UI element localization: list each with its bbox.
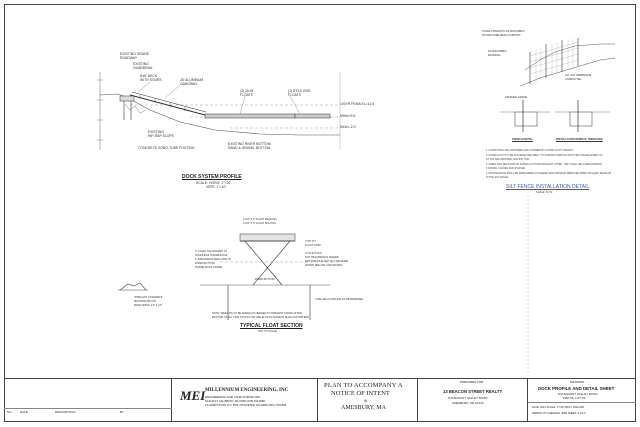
float-label-chain-5: FRAME DOCK FRAME	[195, 266, 223, 269]
label-deck-2: WITH STAIRS	[140, 78, 162, 82]
silt-label-trench: TRENCH DETAIL	[512, 138, 533, 141]
rev-divider	[4, 408, 172, 409]
firm-name: MILLENNIUM ENGINEERING, INC	[205, 388, 289, 393]
dock-profile-scale-2: VERT. 1"=10'	[206, 185, 226, 189]
float-label-cycle-4: WATER (BELOW LOW WATER)	[305, 264, 343, 267]
float-label-decking: 2-3/4" X 6" FLOAT DECKING	[243, 218, 277, 221]
revisions-table	[4, 378, 172, 422]
float-label-chain-1: 3" CHAIN GALVANIZED TO	[195, 250, 228, 253]
silt-note-6: 4. MAINTENANCE SHALL BE PERFORMED AS NEE…	[486, 172, 612, 175]
float-label-bolting: 2-3/4" X 6" FLOAT BOLTING	[243, 222, 277, 225]
sheet-title: DOCK PROFILE AND DETAIL SHEET	[538, 386, 615, 391]
float-label-chain-3: 1" EXPANSION WELL AND TO	[195, 258, 231, 261]
float-label-stop-1: 3"X6" P.T.	[305, 240, 317, 243]
rev-header-desc: DESCRIPTION	[55, 410, 76, 414]
label-guardrail-2: GUARDRAIL	[133, 66, 153, 70]
label-gangway-2: GANGWAY	[180, 82, 198, 86]
float-note-1: NOTE: WEIGHTS TO BE ADDED AS NEEDED TO P…	[212, 312, 303, 315]
dock-profile-scale-1: SCALE: HORIZ. 1"=10'	[196, 181, 231, 185]
float-label-cycle-2: NOT REQUIRED IN WHERE	[305, 256, 339, 259]
label-mlw: MLW=-2.0	[340, 125, 356, 129]
label-mhw: MHW=9.6	[340, 114, 356, 118]
client-address-2: AMESBURY, MA 01913	[452, 401, 484, 405]
silt-label-c2: COMPACTED	[565, 78, 582, 81]
silt-label-b2: MATERIAL	[488, 54, 501, 57]
silt-note-5: 6 INCHES, FOLDED AND STAPLED.	[486, 167, 526, 170]
silt-label-a2: WOVEN WIRE MESH SUPPORT	[482, 34, 521, 37]
label-fema: 100YR FEMA EL=11.5	[340, 102, 374, 106]
silt-fence-scale: SCALE: N.T.S.	[536, 191, 554, 194]
label-riprap-1: EXISTING	[148, 130, 164, 134]
sheet-label: DRAWING	[570, 380, 585, 384]
silt-note-3: AT TOP AND MIDSTEAL AND BOTTOM.	[486, 158, 530, 161]
silt-label-b1: FILTER FABRIC	[488, 50, 507, 53]
float-label-chain-4: RIVER BOTTOM	[195, 262, 215, 265]
silt-label-a1: STAKE STRENGTH FILTER FABRIC	[482, 30, 525, 33]
label-deck-1: 8'x8' DECK	[140, 74, 158, 78]
float-label-block-1: *PRECAST CONCRETE	[134, 296, 163, 299]
rev-header-no: NO.	[7, 410, 13, 414]
label-floats-b-2: FLOATS	[288, 93, 301, 97]
client-name: 13 BEACON STREET REALTY	[443, 389, 503, 394]
label-river-bottom-1: EXISTING RIVER BOTTOM	[228, 142, 271, 146]
float-label-stop-2: FLOAT STOP	[305, 244, 321, 247]
label-riprap-2: RIP-RAP SLOPE	[148, 134, 174, 138]
silt-note-4: 3. WHEN TWO SECTIONS OF FILTER CLOTH ADJ…	[486, 163, 603, 166]
float-label-chain-2: STAINLESS TURNBUCKLE	[195, 254, 228, 257]
silt-note-1: 1. FILTER SHALL BE ANCHORED AND COVERED …	[486, 149, 574, 152]
sheet-info-row-2: DRAWN: TP CHECKED: JMW SHEET: 2 OF 2	[532, 412, 586, 415]
client-address-1: 8 PLEASANT VALLEY ROAD	[448, 396, 488, 400]
float-section-scale: NOT TO SCALE	[258, 330, 277, 333]
float-label-block-3: BASE WIDTH 2.5' X 2.5'	[134, 304, 163, 307]
float-label-river-bottom: RIVER BOTTOM	[255, 278, 275, 281]
float-label-block-2: MOORING BLOCK	[134, 300, 157, 303]
sheet-info-divider	[528, 402, 636, 403]
sheet-info-row-1: DATE: 2012 SCALE: 1"=10' PROJ: 2012-065	[532, 406, 584, 409]
float-note-2: BOTTOM OF ALL TIDE STOCKS OR USE ELASTIC…	[212, 316, 310, 319]
label-floats-b-1: (1) 8'X16' END	[288, 89, 311, 93]
firm-logo: MEI	[180, 388, 206, 403]
plan-title-4: AMESBURY, MA	[341, 405, 386, 411]
silt-fence-title: SILT FENCE INSTALLATION DETAIL	[506, 184, 590, 190]
sheet-sub-2: MAP 56, LOT 23	[563, 396, 586, 400]
plan-title-3: IN	[364, 399, 368, 403]
plan-title-panel	[318, 378, 418, 422]
firm-panel	[172, 378, 318, 422]
label-floats-a-2: FLOATS	[240, 93, 253, 97]
dock-profile-title: DOCK SYSTEM PROFILE	[182, 174, 242, 180]
float-label-cycle-1: CYCLE PUSH	[305, 252, 322, 255]
float-label-anchor: *USE HELIX ANCHOR AS DETERMINED	[315, 298, 364, 301]
float-label-cycle-3: BOTTOM OF FLOAT IS 2' OR MORE	[305, 260, 349, 263]
label-existing-grade: EXISTING GRADE	[120, 52, 149, 56]
label-floats-a-1: (3) 20'x8'	[240, 89, 254, 93]
firm-address-1: 62 ELM ST. SALISBURY, MA 01952 (978) 463…	[205, 400, 265, 403]
prepared-for-label: PREPARED FOR	[460, 380, 484, 384]
title-block	[4, 378, 636, 422]
label-guardrail-1: EXISTING	[133, 62, 149, 66]
plan-title-2: NOTICE OF INTENT	[331, 390, 390, 397]
silt-label-d1: FINISHED GRADE	[505, 96, 528, 99]
rev-header-date: DATE	[20, 410, 28, 414]
label-roadway: ROADWAY	[120, 56, 138, 60]
label-footing: CONCRETE SONO-TUBE FOOTING	[138, 146, 195, 150]
silt-label-install: INSTALLATION REMOVE TRENCHING	[556, 138, 603, 141]
label-river-bottom-2: SAND & GRAVEL BOTTOM	[228, 146, 271, 150]
float-section-title: TYPICAL FLOAT SECTION	[240, 323, 303, 329]
silt-label-c1: ALL SILT MEMBRANE	[565, 74, 592, 77]
firm-sub: ENGINEERING AND LAND SURVEYING	[205, 395, 261, 399]
rev-header-by: BY	[120, 410, 125, 414]
firm-address-2: 13 HAMPTON RD. P.O. BOX 745 EXETER, NH 0…	[205, 404, 287, 407]
sheet-sub-1: 8 PLEASANT VALLEY ROAD	[558, 392, 598, 396]
silt-note-2: 2. FILTER CLOTH TO BE FASTENED SECURELY …	[486, 154, 603, 157]
prepared-for-panel	[418, 378, 528, 422]
label-gangway-1: 25' ALUMINUM	[180, 78, 204, 82]
silt-note-7: IN THE SILT FENCE.	[486, 176, 509, 179]
plan-title-1: PLAN TO ACCOMPANY A	[324, 382, 403, 389]
